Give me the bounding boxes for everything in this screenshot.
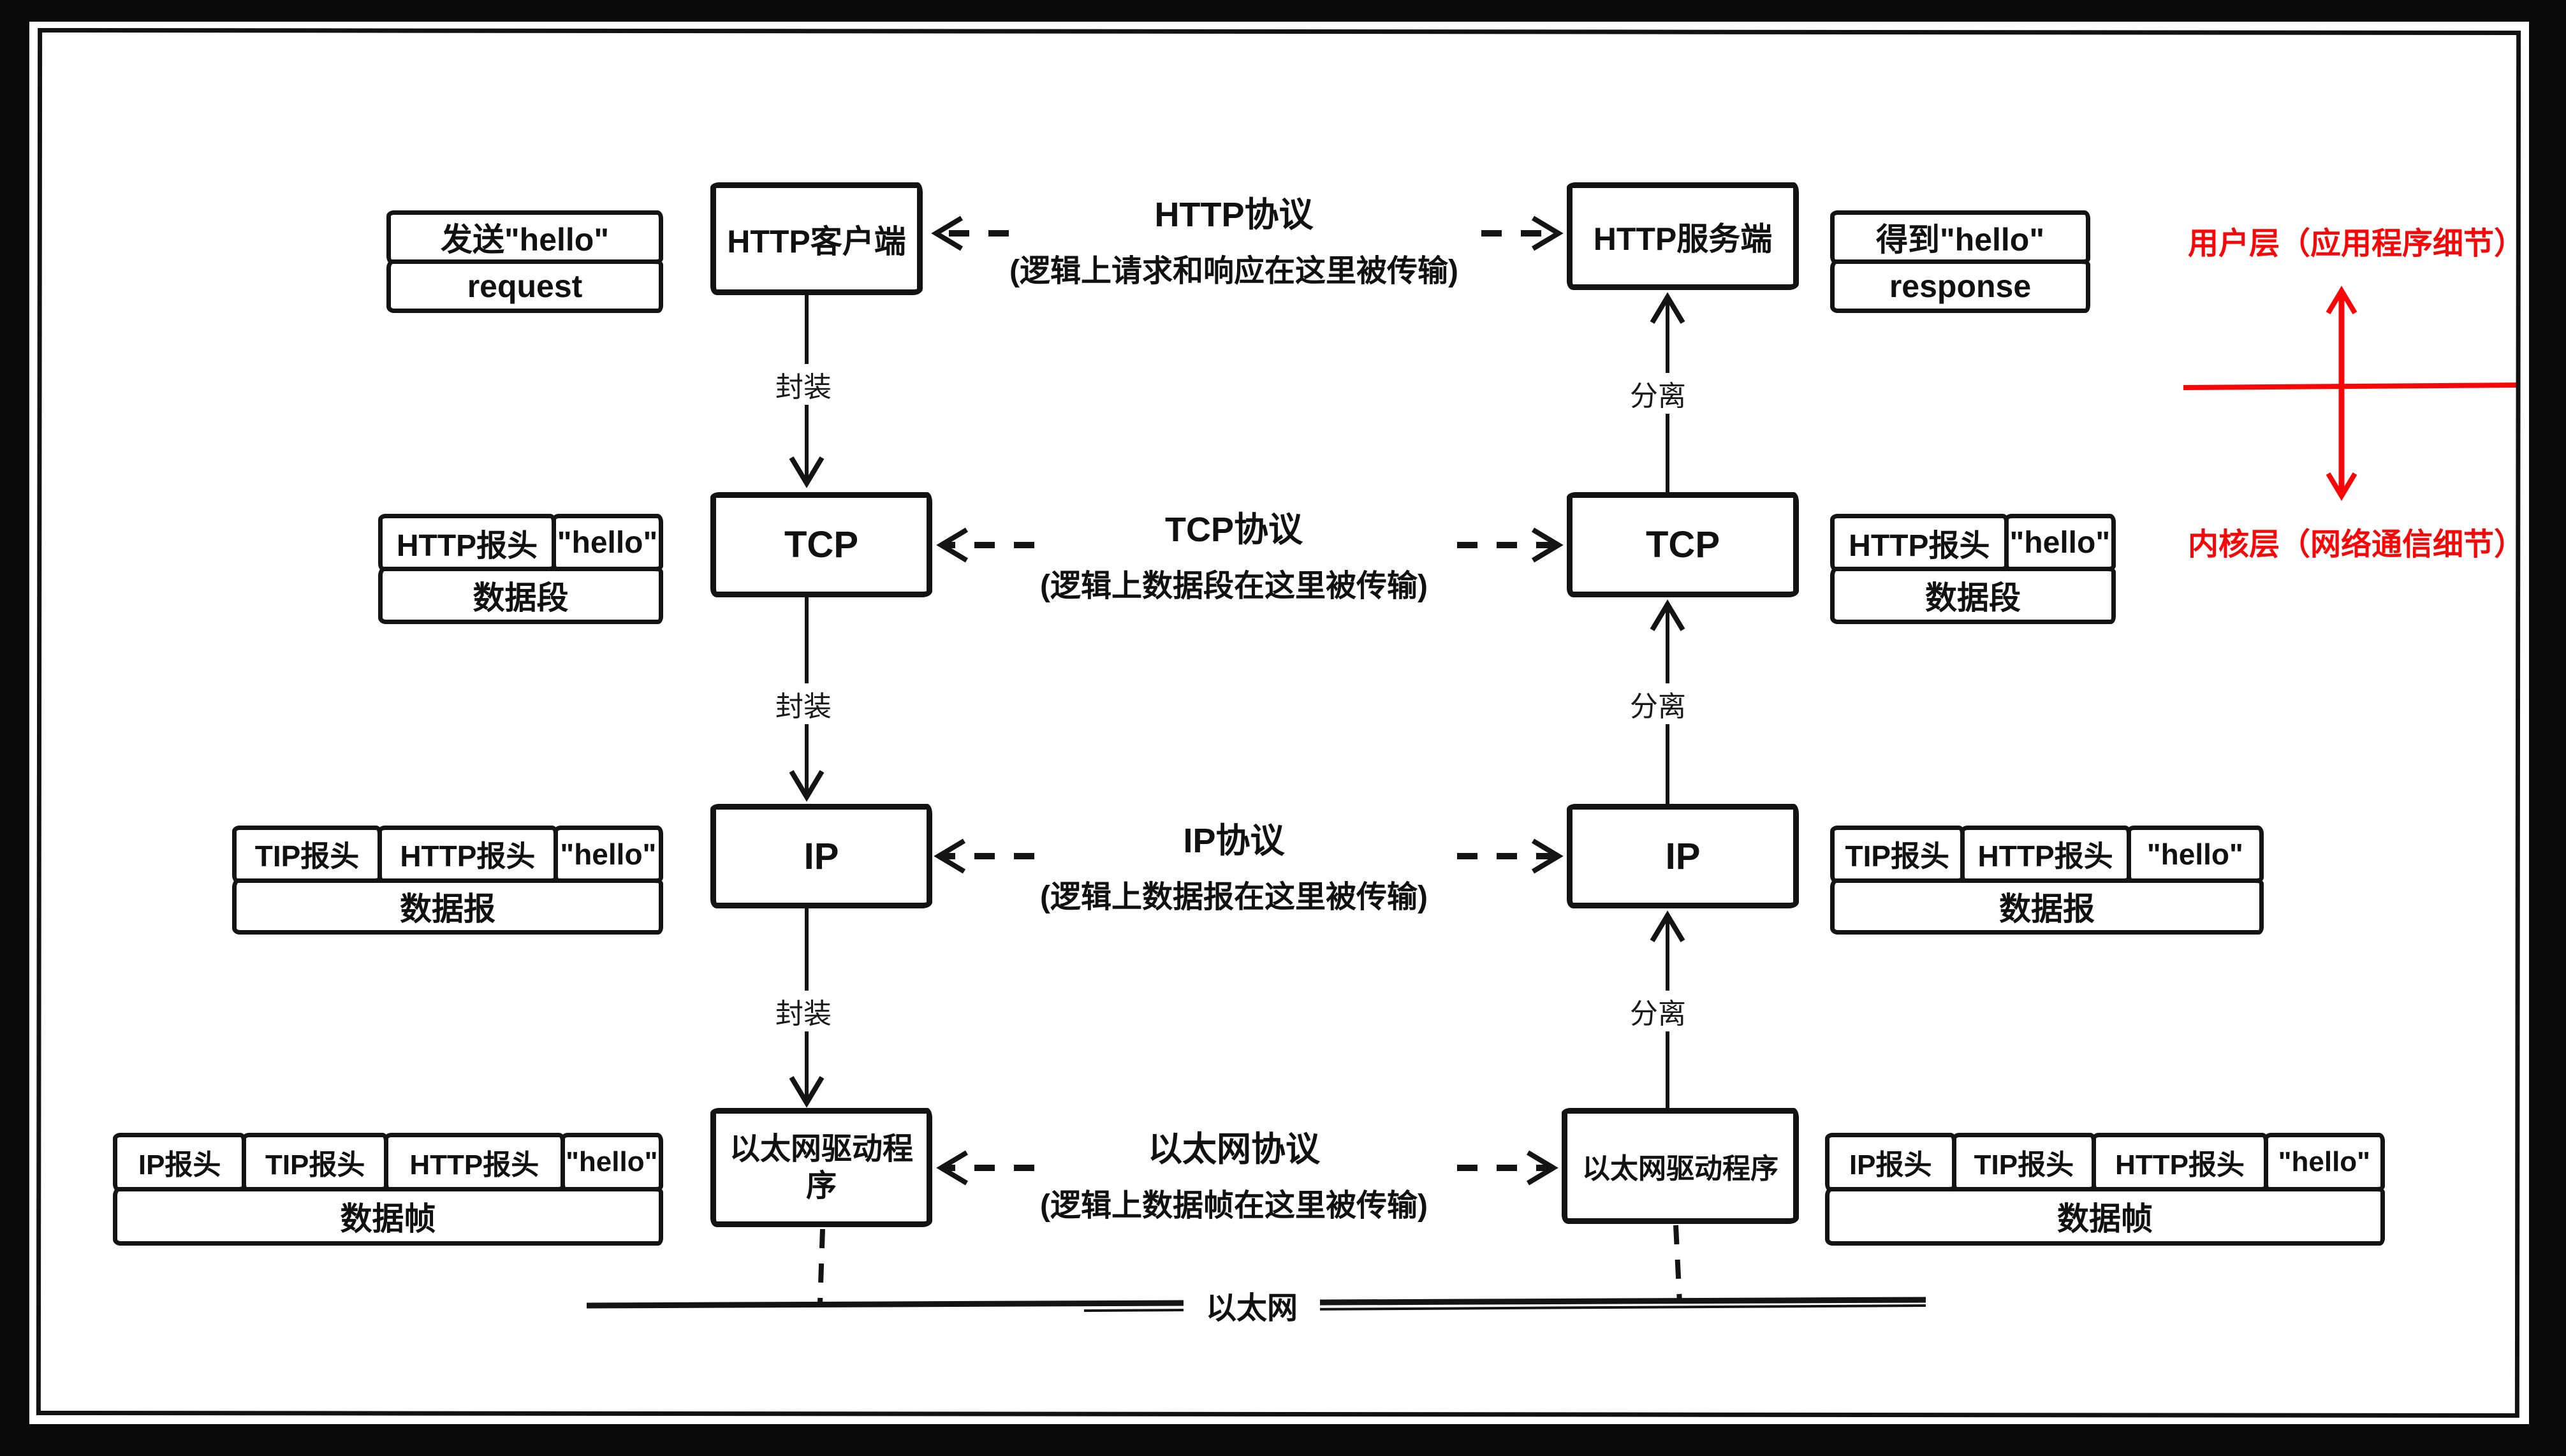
protocol-caption-ip: IP协议 (逻辑上数据报在这里被传输) bbox=[979, 812, 1489, 916]
encapsulate-label: 封装 bbox=[752, 364, 854, 405]
packet-unit-label: 数据帧 bbox=[1825, 1187, 2385, 1246]
packet-segment: HTTP报头 bbox=[1830, 514, 2009, 571]
packet-segment: TIP报头 bbox=[1830, 826, 1965, 883]
receiver-node-ethernet-driver: 以太网驱动程序 bbox=[1562, 1108, 1799, 1224]
segment-label: 发送"hello" bbox=[440, 222, 610, 258]
protocol-note: (逻辑上数据段在这里被传输) bbox=[1040, 569, 1428, 603]
segment-label: "hello" bbox=[557, 525, 658, 560]
segment-label: HTTP报头 bbox=[396, 529, 538, 563]
receiver-node-ip: IP bbox=[1567, 804, 1799, 908]
separate-label: 分离 bbox=[1607, 373, 1709, 414]
segment-label: HTTP报头 bbox=[1977, 840, 2113, 873]
packet-segment: 发送"hello" bbox=[386, 210, 663, 264]
bus-drop-left bbox=[817, 1228, 825, 1304]
segment-label: TIP报头 bbox=[1845, 840, 1950, 873]
packet-segment: TIP报头 bbox=[1951, 1133, 2097, 1191]
packet-segment: "hello" bbox=[2004, 514, 2116, 571]
segment-label: "hello" bbox=[2278, 1146, 2371, 1177]
encapsulate-label: 封装 bbox=[752, 991, 854, 1031]
protocol-title: TCP协议 bbox=[1165, 511, 1303, 549]
protocol-title: 以太网协议 bbox=[1148, 1130, 1320, 1168]
packet-segment: "hello" bbox=[560, 1133, 663, 1191]
packet-segment: "hello" bbox=[553, 826, 663, 883]
packet-unit-label: 数据段 bbox=[1830, 567, 2116, 624]
packet-segment: "hello" bbox=[2263, 1133, 2385, 1191]
packet-segment: HTTP报头 bbox=[1960, 826, 2131, 883]
sender-node-ip: IP bbox=[710, 804, 932, 908]
bus-drop-right bbox=[1673, 1225, 1682, 1304]
packet-right-tcp: HTTP报头 "hello" 数据段 bbox=[1830, 514, 2116, 624]
separate-label: 分离 bbox=[1607, 991, 1709, 1031]
packet-segment: "hello" bbox=[2126, 826, 2264, 883]
protocol-caption-http: HTTP协议 (逻辑上请求和响应在这里被传输) bbox=[979, 186, 1489, 290]
packet-segment: HTTP报头 bbox=[378, 514, 557, 571]
segment-label: "hello" bbox=[2009, 525, 2111, 560]
packet-left-ethernet: IP报头 TIP报头 HTTP报头 "hello" 数据帧 bbox=[113, 1133, 663, 1246]
packet-unit-label: 数据报 bbox=[232, 878, 663, 935]
segment-label: HTTP报头 bbox=[2115, 1149, 2245, 1181]
segment-label: TIP报头 bbox=[254, 840, 360, 873]
kernel-layer-annotation: 内核层（网络通信细节） bbox=[2187, 528, 2525, 562]
packet-segment: TIP报头 bbox=[242, 1133, 389, 1191]
segment-label: "hello" bbox=[2146, 838, 2243, 871]
packet-segment: HTTP报头 bbox=[384, 1133, 565, 1191]
protocol-note: (逻辑上数据帧在这里被传输) bbox=[1040, 1189, 1428, 1223]
packet-segment: IP报头 bbox=[113, 1133, 247, 1191]
protocol-caption-ethernet: 以太网协议 (逻辑上数据帧在这里被传输) bbox=[979, 1121, 1489, 1225]
packet-segment: TIP报头 bbox=[232, 826, 383, 883]
receiver-node-tcp: TCP bbox=[1567, 492, 1799, 597]
protocol-note: (逻辑上请求和响应在这里被传输) bbox=[1009, 254, 1458, 288]
segment-label: "hello" bbox=[566, 1146, 658, 1177]
separate-label: 分离 bbox=[1607, 683, 1709, 724]
sender-node-http-client: HTTP客户端 bbox=[710, 182, 923, 295]
sender-node-ethernet-driver: 以太网驱动程序 bbox=[710, 1108, 932, 1227]
protocol-note: (逻辑上数据报在这里被传输) bbox=[1040, 880, 1428, 914]
segment-label: HTTP报头 bbox=[1849, 529, 1990, 563]
packet-unit-label: response bbox=[1830, 259, 2090, 313]
encapsulate-label: 封装 bbox=[752, 683, 854, 724]
protocol-title: HTTP协议 bbox=[1154, 196, 1314, 234]
segment-label: 得到"hello" bbox=[1875, 222, 2045, 258]
receiver-node-http-server: HTTP服务端 bbox=[1567, 182, 1799, 290]
segment-label: IP报头 bbox=[138, 1149, 221, 1181]
user-layer-annotation: 用户层（应用程序细节） bbox=[2187, 227, 2525, 261]
packet-segment: "hello" bbox=[552, 514, 663, 571]
protocol-caption-tcp: TCP协议 (逻辑上数据段在这里被传输) bbox=[979, 501, 1489, 605]
packet-unit-label: 数据报 bbox=[1830, 878, 2264, 935]
sender-node-tcp: TCP bbox=[710, 492, 932, 597]
packet-segment: IP报头 bbox=[1825, 1133, 1956, 1191]
segment-label: IP报头 bbox=[1849, 1149, 1932, 1181]
layer-divider-line bbox=[2183, 382, 2521, 390]
segment-label: HTTP报头 bbox=[400, 840, 536, 873]
segment-label: TIP报头 bbox=[1974, 1149, 2074, 1181]
segment-label: HTTP报头 bbox=[409, 1149, 539, 1181]
packet-right-ethernet: IP报头 TIP报头 HTTP报头 "hello" 数据帧 bbox=[1825, 1133, 2385, 1246]
segment-label: TIP报头 bbox=[265, 1149, 365, 1181]
ethernet-bus-label: 以太网 bbox=[1184, 1283, 1320, 1327]
packet-unit-label: request bbox=[386, 259, 663, 313]
segment-label: "hello" bbox=[560, 838, 657, 871]
packet-segment: HTTP报头 bbox=[2092, 1133, 2268, 1191]
packet-right-ip: TIP报头 HTTP报头 "hello" 数据报 bbox=[1830, 826, 2264, 935]
packet-segment: 得到"hello" bbox=[1830, 210, 2090, 264]
packet-left-tcp: HTTP报头 "hello" 数据段 bbox=[378, 514, 663, 624]
packet-right-http: 得到"hello" response bbox=[1830, 210, 2090, 313]
packet-left-http: 发送"hello" request bbox=[386, 210, 663, 313]
packet-segment: HTTP报头 bbox=[378, 826, 558, 883]
protocol-title: IP协议 bbox=[1183, 822, 1285, 860]
packet-unit-label: 数据段 bbox=[378, 567, 663, 624]
packet-unit-label: 数据帧 bbox=[113, 1187, 663, 1246]
packet-left-ip: TIP报头 HTTP报头 "hello" 数据报 bbox=[232, 826, 663, 935]
